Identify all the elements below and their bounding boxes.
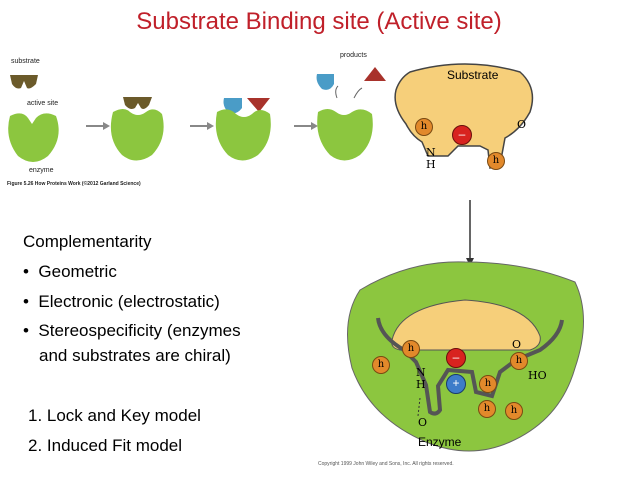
product-blue [316, 74, 334, 90]
product-blue-bound [223, 98, 242, 114]
figure-caption: Figure 5.26 How Proteins Work (©2012 Gar… [7, 181, 141, 187]
bullet-geometric: • Geometric [23, 262, 117, 281]
numbered-lock-key: 1. Lock and Key model [28, 406, 201, 425]
active-site-loop [376, 317, 564, 416]
o-label-1: O [517, 118, 527, 131]
enzyme-label: Enzyme [418, 435, 462, 449]
induced-fit-diagram [347, 63, 584, 452]
bullet-electronic: • Electronic (electrostatic) [23, 292, 220, 311]
copyright-notice: Copyright 1999 John Wiley and Sons, Inc.… [318, 461, 454, 467]
substrate-shape [10, 75, 38, 89]
bullet-stereospecificity-cont: and substrates are chiral) [39, 346, 231, 365]
h-circle-3: h [372, 356, 390, 374]
ho-label: HO [528, 369, 547, 382]
h-circle-2: h [487, 152, 505, 170]
product-red [364, 67, 386, 81]
minus-circle-1: – [452, 125, 472, 145]
product-red-bound [247, 98, 270, 112]
numbered-induced-fit: 2. Induced Fit model [28, 436, 183, 455]
substrate-bound-1 [123, 97, 152, 109]
bound-substrate [391, 299, 541, 351]
enzyme-shape-1 [8, 113, 59, 162]
h-circle-1: h [415, 118, 433, 136]
slide-title: Substrate Binding site (Active site) [136, 8, 502, 35]
complementarity-heading: Complementarity [23, 232, 152, 251]
plus-circle: + [446, 374, 466, 394]
h-label-1: H [426, 158, 436, 171]
substrate-label: Substrate [447, 68, 499, 82]
enzyme-shape-4 [317, 109, 373, 161]
o-label-2: O [512, 338, 522, 351]
h-label-2: H [416, 378, 426, 391]
h-circle-5: h [479, 375, 497, 393]
enzyme-shape-3 [215, 109, 271, 161]
minus-circle-2: – [446, 348, 466, 368]
h-circle-4: h [402, 340, 420, 358]
h-circle-6: h [478, 400, 496, 418]
n-label-2: N [416, 366, 426, 379]
h-circle-8: h [510, 352, 528, 370]
label-products: products [340, 52, 367, 59]
label-substrate: substrate [11, 58, 40, 65]
h-circle-7: h [505, 402, 523, 420]
n-label-1: N [426, 146, 436, 159]
bullet-stereospecificity: • Stereospecificity (enzymes [23, 321, 241, 340]
label-enzyme: enzyme [29, 167, 54, 174]
o-label-3: O [418, 416, 428, 429]
label-active-site: active site [27, 100, 59, 107]
enzyme-binding-figure [8, 67, 386, 162]
enzyme-shape-2 [110, 109, 164, 161]
